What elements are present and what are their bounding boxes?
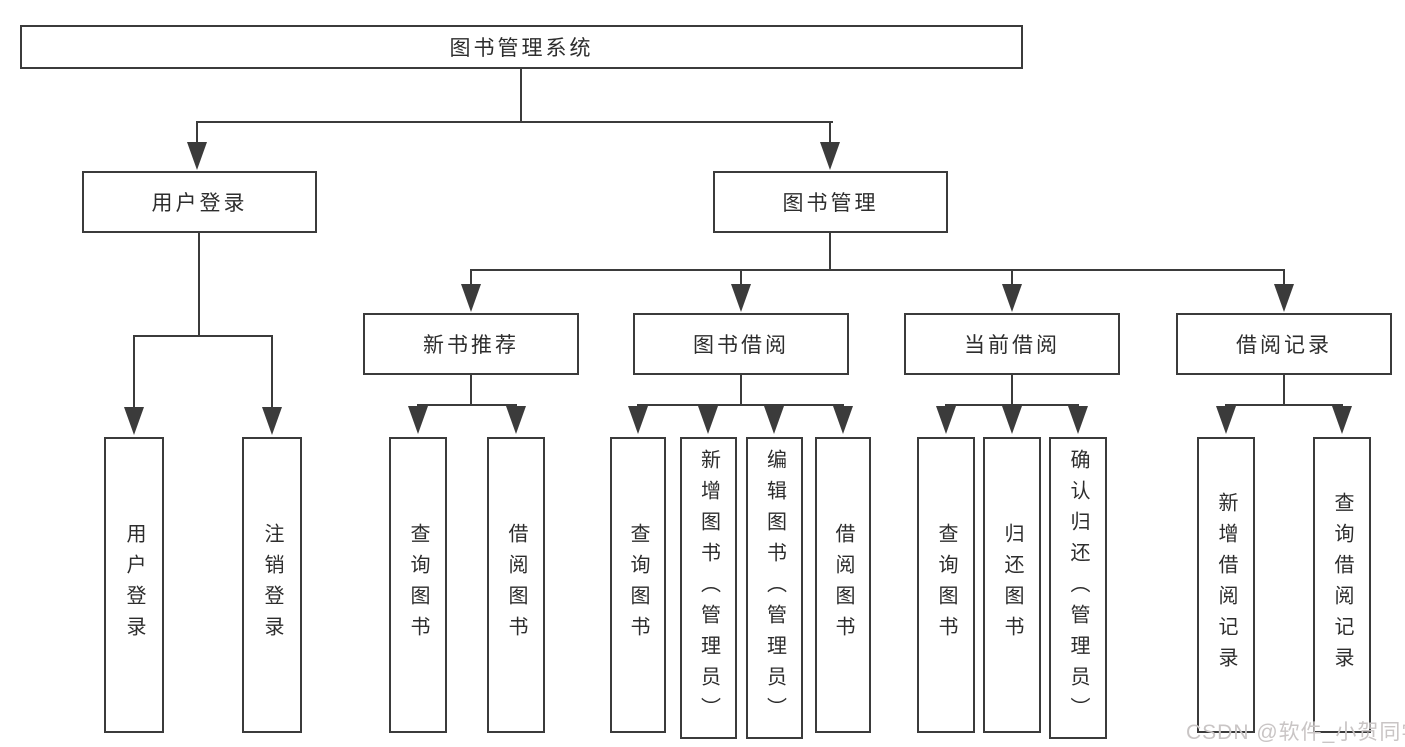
node-new-book-recommendation: 新书推荐 bbox=[363, 313, 579, 375]
arrow-down-icon bbox=[461, 284, 481, 312]
connector-vline bbox=[1283, 375, 1285, 406]
node-borrowing-records: 借阅记录 bbox=[1176, 313, 1392, 375]
leaf-query-books-current: 查询图书 bbox=[917, 437, 975, 733]
leaf-borrow-books-recommend: 借阅图书 bbox=[487, 437, 545, 733]
arrow-down-icon bbox=[820, 142, 840, 170]
leaf-confirm-return-admin: 确认归还（管理员） bbox=[1049, 437, 1107, 739]
arrow-down-icon bbox=[408, 406, 428, 434]
arrow-down-icon bbox=[628, 406, 648, 434]
arrow-down-icon bbox=[1068, 406, 1088, 434]
arrow-down-icon bbox=[731, 284, 751, 312]
node-current-borrowing: 当前借阅 bbox=[904, 313, 1120, 375]
node-label: 查询借阅记录 bbox=[1331, 492, 1353, 678]
node-label: 查询图书 bbox=[627, 523, 649, 647]
connector-vline bbox=[470, 269, 472, 286]
leaf-add-books-admin: 新增图书（管理员） bbox=[680, 437, 737, 739]
leaf-logout-login: 注销登录 bbox=[242, 437, 302, 733]
connector-vline bbox=[1011, 375, 1013, 406]
connector-vline bbox=[198, 233, 200, 337]
node-label: 确认归还（管理员） bbox=[1067, 448, 1089, 728]
node-label: 图书管理系统 bbox=[449, 37, 594, 60]
connector-hline bbox=[133, 335, 273, 337]
connector-hline bbox=[196, 121, 833, 123]
leaf-user-login: 用户登录 bbox=[104, 437, 164, 733]
arrow-down-icon bbox=[124, 407, 144, 435]
node-label: 新增图书（管理员） bbox=[697, 448, 720, 728]
connector-hline bbox=[1225, 404, 1343, 406]
connector-vline bbox=[470, 375, 472, 406]
connector-vline bbox=[1011, 269, 1013, 286]
node-label: 当前借阅 bbox=[964, 334, 1060, 357]
arrow-down-icon bbox=[1332, 406, 1352, 434]
arrow-down-icon bbox=[1216, 406, 1236, 434]
connector-vline bbox=[740, 375, 742, 406]
node-label: 图书管理 bbox=[782, 192, 879, 215]
leaf-query-books-borrowing: 查询图书 bbox=[610, 437, 666, 733]
connector-hline bbox=[637, 404, 844, 406]
connector-vline bbox=[520, 69, 522, 123]
node-label: 查询图书 bbox=[935, 523, 957, 647]
connector-vline bbox=[133, 335, 135, 407]
leaf-add-borrow-record: 新增借阅记录 bbox=[1197, 437, 1255, 733]
arrow-down-icon bbox=[262, 407, 282, 435]
connector-hline bbox=[470, 269, 1285, 271]
arrow-down-icon bbox=[506, 406, 526, 434]
node-book-borrowing: 图书借阅 bbox=[633, 313, 849, 375]
leaf-query-borrow-record: 查询借阅记录 bbox=[1313, 437, 1371, 733]
arrow-down-icon bbox=[936, 406, 956, 434]
connector-hline bbox=[417, 404, 517, 406]
node-label: 新增借阅记录 bbox=[1215, 492, 1237, 678]
connector-vline bbox=[271, 335, 273, 407]
node-label: 查询图书 bbox=[407, 523, 429, 647]
arrow-down-icon bbox=[698, 406, 718, 434]
node-label: 用户登录 bbox=[151, 192, 248, 215]
node-label: 借阅图书 bbox=[505, 523, 527, 647]
leaf-borrow-books-borrowing: 借阅图书 bbox=[815, 437, 871, 733]
arrow-down-icon bbox=[1274, 284, 1294, 312]
connector-hline bbox=[945, 404, 1079, 406]
connector-vline bbox=[740, 269, 742, 286]
node-label: 借阅图书 bbox=[832, 523, 854, 647]
arrow-down-icon bbox=[187, 142, 207, 170]
watermark: CSDN @软件_小贺同学 bbox=[1186, 721, 1405, 744]
arrow-down-icon bbox=[1002, 406, 1022, 434]
node-user-login: 用户登录 bbox=[82, 171, 317, 233]
leaf-edit-books-admin: 编辑图书（管理员） bbox=[746, 437, 803, 739]
node-label: 新书推荐 bbox=[423, 334, 519, 357]
leaf-return-books: 归还图书 bbox=[983, 437, 1041, 733]
node-book-management: 图书管理 bbox=[713, 171, 948, 233]
arrow-down-icon bbox=[764, 406, 784, 434]
connector-vline bbox=[196, 121, 198, 143]
node-label: 借阅记录 bbox=[1236, 334, 1332, 357]
connector-vline bbox=[1283, 269, 1285, 286]
connector-vline bbox=[829, 121, 831, 143]
node-label: 用户登录 bbox=[123, 523, 145, 647]
node-library-management-system: 图书管理系统 bbox=[20, 25, 1023, 69]
leaf-query-books-recommend: 查询图书 bbox=[389, 437, 447, 733]
node-label: 注销登录 bbox=[261, 523, 283, 647]
arrow-down-icon bbox=[833, 406, 853, 434]
node-label: 编辑图书（管理员） bbox=[763, 448, 786, 728]
arrow-down-icon bbox=[1002, 284, 1022, 312]
node-label: 归还图书 bbox=[1001, 523, 1023, 647]
node-label: 图书借阅 bbox=[693, 334, 789, 357]
connector-vline bbox=[829, 233, 831, 271]
